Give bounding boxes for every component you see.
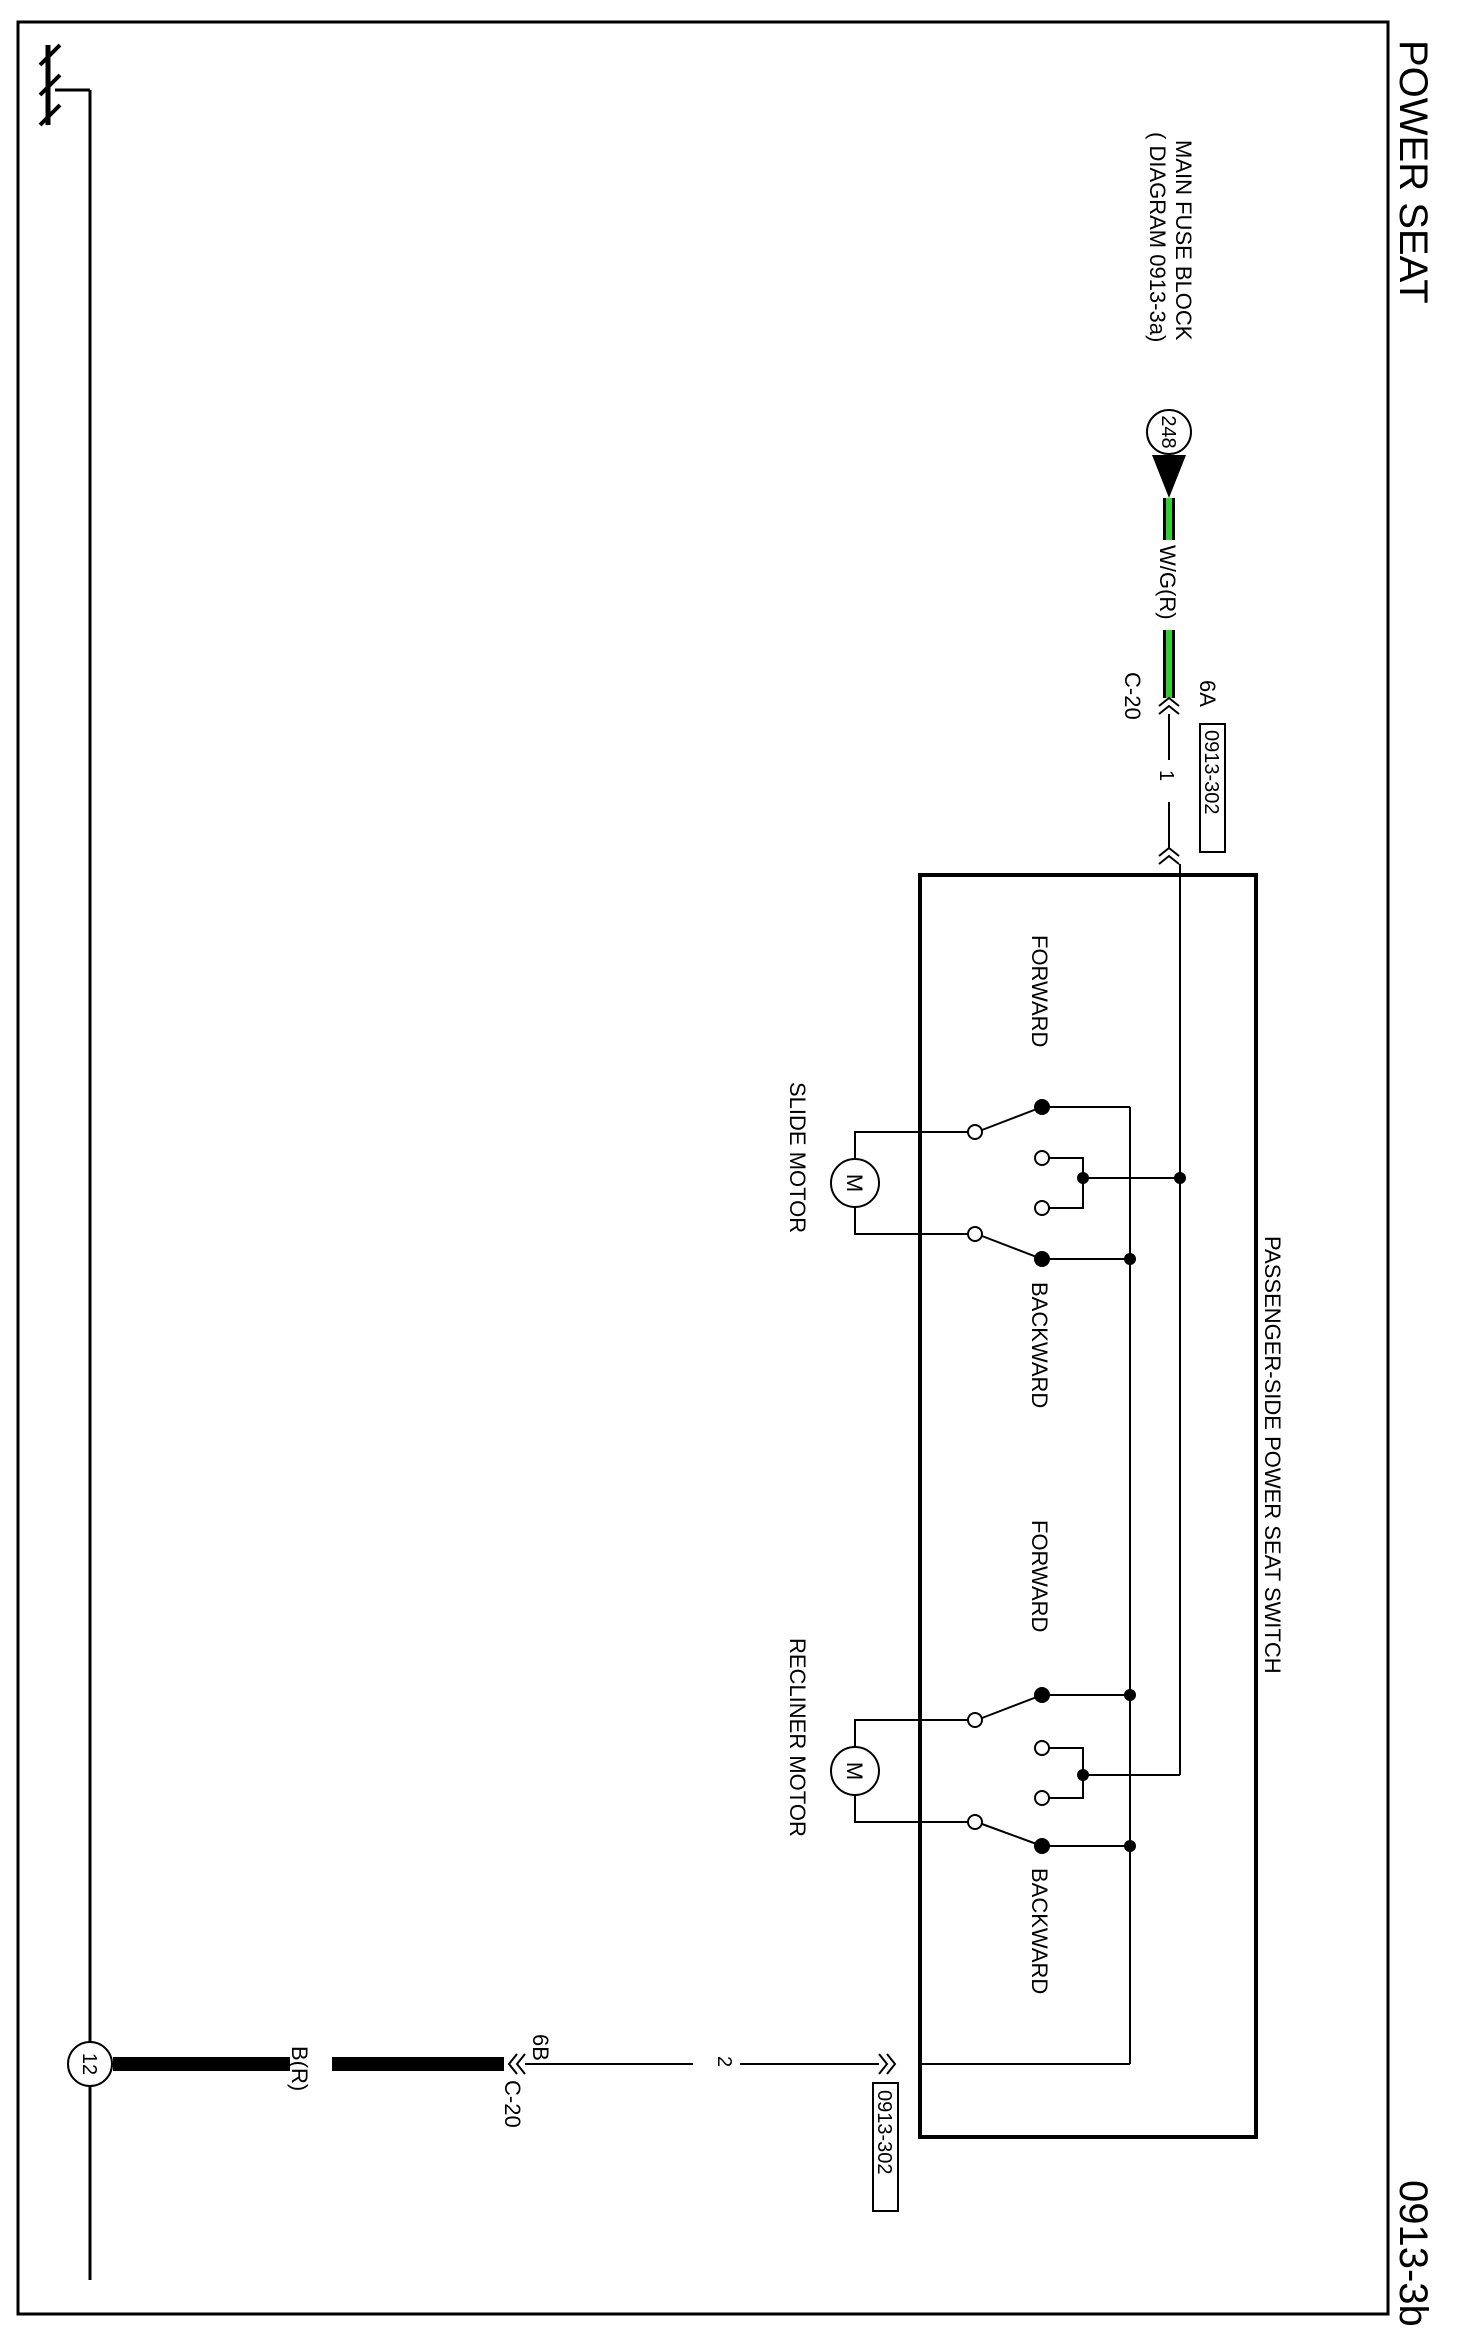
svg-text:248: 248 (1157, 415, 1179, 448)
page-title: POWER SEAT (1391, 40, 1435, 304)
slide-forward-label: FORWARD (1027, 935, 1052, 1047)
switch-pin-1: 1 (1155, 770, 1177, 781)
recliner-motor-label: RECLINER MOTOR (785, 1638, 810, 1837)
ground-wire-segment-a (332, 2057, 504, 2071)
svg-text:0913-302: 0913-302 (1200, 730, 1222, 815)
switch-connector-2 (878, 2053, 897, 2075)
svg-text:0913-302: 0913-302 (873, 2090, 895, 2175)
fuse-number-badge: 248 (1146, 409, 1192, 455)
recliner-motor-icon: M (830, 1746, 880, 1796)
diagram-frame (16, 20, 1390, 2316)
fuse-block-reference: ( DIAGRAM 0913-3a) (1145, 132, 1170, 342)
recliner-backward-label: BACKWARD (1027, 1868, 1052, 1994)
switch-pin-2: 2 (713, 2056, 735, 2067)
svg-text:M: M (842, 1762, 867, 1780)
recliner-forward-label: FORWARD (1027, 1520, 1052, 1632)
slide-switch-section: M FORWARD BACKWARD SLIDE MOTOR (785, 935, 1136, 1408)
connector-bottom-ref: 0913-302 (872, 2082, 899, 2212)
ground-bus (38, 43, 92, 2280)
switch-name: PASSENGER-SIDE POWER SEAT SWITCH (1260, 1236, 1285, 1674)
connector-top-pin: 6A (1195, 680, 1220, 707)
ground-point-badge: 12 (67, 2041, 113, 2087)
svg-text:M: M (842, 1174, 867, 1192)
slide-motor-label: SLIDE MOTOR (785, 1082, 810, 1233)
recliner-switch-section: M FORWARD BACKWARD RECLINER MOTOR (785, 1520, 1136, 1994)
slide-backward-label: BACKWARD (1027, 1282, 1052, 1408)
ground-wire-segment-b (113, 2057, 290, 2071)
slide-motor-icon: M (830, 1158, 880, 1208)
connector-c20-top: 6A C-20 (1120, 672, 1220, 720)
connector-top-name: C-20 (1120, 672, 1145, 720)
ground-icon (38, 43, 62, 127)
fuse-arrow-icon (1152, 455, 1186, 498)
fuse-block-name: MAIN FUSE BLOCK (1171, 140, 1196, 341)
connector-c20-bottom: 6B C-20 (500, 2034, 553, 2128)
diagram-number: 0913-3b (1391, 2180, 1435, 2327)
svg-text:12: 12 (78, 2053, 100, 2075)
ground-wire-color: B(R) (287, 2046, 312, 2091)
connector-bottom-name: C-20 (500, 2080, 525, 2128)
power-seat-switch-box (918, 873, 1258, 2139)
supply-wire-color: W/G(R) (1155, 545, 1180, 620)
switch-connector-1 (1158, 846, 1180, 865)
connector-top-ref: 0913-302 (1199, 723, 1226, 853)
connector-bottom-pin: 6B (528, 2034, 553, 2061)
